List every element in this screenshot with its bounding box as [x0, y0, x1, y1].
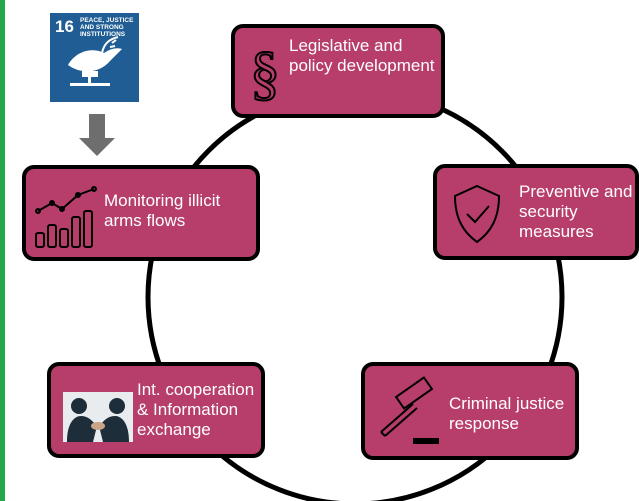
gavel-icon: [380, 376, 439, 444]
handshake-icon: [63, 392, 133, 442]
growth-chart-icon: [35, 186, 97, 248]
sdg-number: 16: [55, 17, 74, 36]
node-legislative: § Legislative and policy development: [231, 24, 445, 118]
node-label: Preventive and security measures: [519, 182, 633, 241]
node-label: Legislative and policy development: [289, 36, 435, 75]
shield-check-icon: [453, 184, 501, 244]
dove-gavel-icon: [68, 36, 122, 86]
node-monitoring: Monitoring illicit arms flows: [22, 165, 260, 261]
node-label: Monitoring illicit arms flows: [104, 191, 221, 230]
node-preventive: Preventive and security measures: [433, 164, 639, 260]
left-border: [0, 0, 5, 501]
sdg-title: PEACE, JUSTICE AND STRONG INSTITUTIONS: [80, 17, 134, 38]
node-cooperation: Int. cooperation & Information exchange: [47, 362, 265, 458]
section-sign-icon: §: [249, 39, 281, 107]
node-criminal-justice: Criminal justice response: [361, 362, 579, 460]
node-label: Criminal justice response: [449, 394, 565, 433]
node-label: Int. cooperation & Information exchange: [137, 380, 255, 439]
down-arrow-icon: [79, 114, 115, 156]
svg-text:§: §: [250, 40, 280, 106]
sdg16-logo: 16 PEACE, JUSTICE AND STRONG INSTITUTION…: [50, 13, 139, 102]
